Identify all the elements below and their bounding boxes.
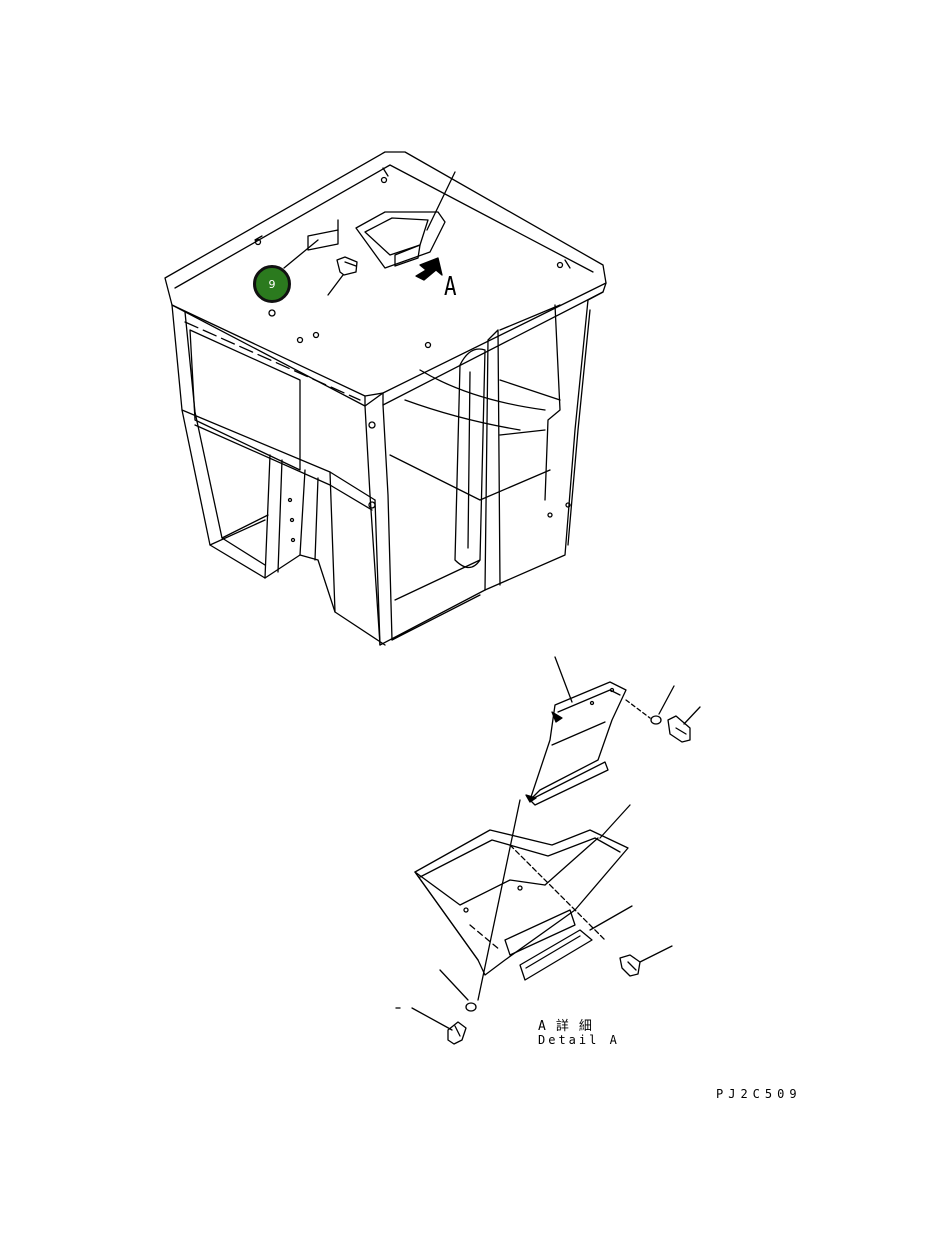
drawing-number: PJ2C509	[716, 1087, 802, 1101]
detail-a-assembly	[395, 656, 701, 1045]
view-arrow-icon	[415, 257, 443, 281]
bolt-icon	[667, 715, 691, 743]
bolt-icon	[447, 1021, 467, 1045]
callout-badge[interactable]: 9	[253, 265, 291, 303]
detail-title-en: Detail A	[538, 1033, 620, 1047]
callout-number: 9	[268, 277, 276, 291]
bolt-icon	[619, 954, 641, 977]
bolt-icon	[336, 256, 358, 276]
bracket-plate	[529, 681, 627, 801]
label-plate	[307, 229, 339, 251]
washer-icon	[650, 715, 662, 725]
roof-tray	[355, 211, 446, 269]
main-tray	[414, 829, 629, 976]
view-a-marker: A	[444, 272, 457, 302]
detail-title-ja: A詳細	[538, 1019, 602, 1034]
cab-assembly	[164, 151, 607, 646]
washer-icon	[465, 1002, 477, 1012]
